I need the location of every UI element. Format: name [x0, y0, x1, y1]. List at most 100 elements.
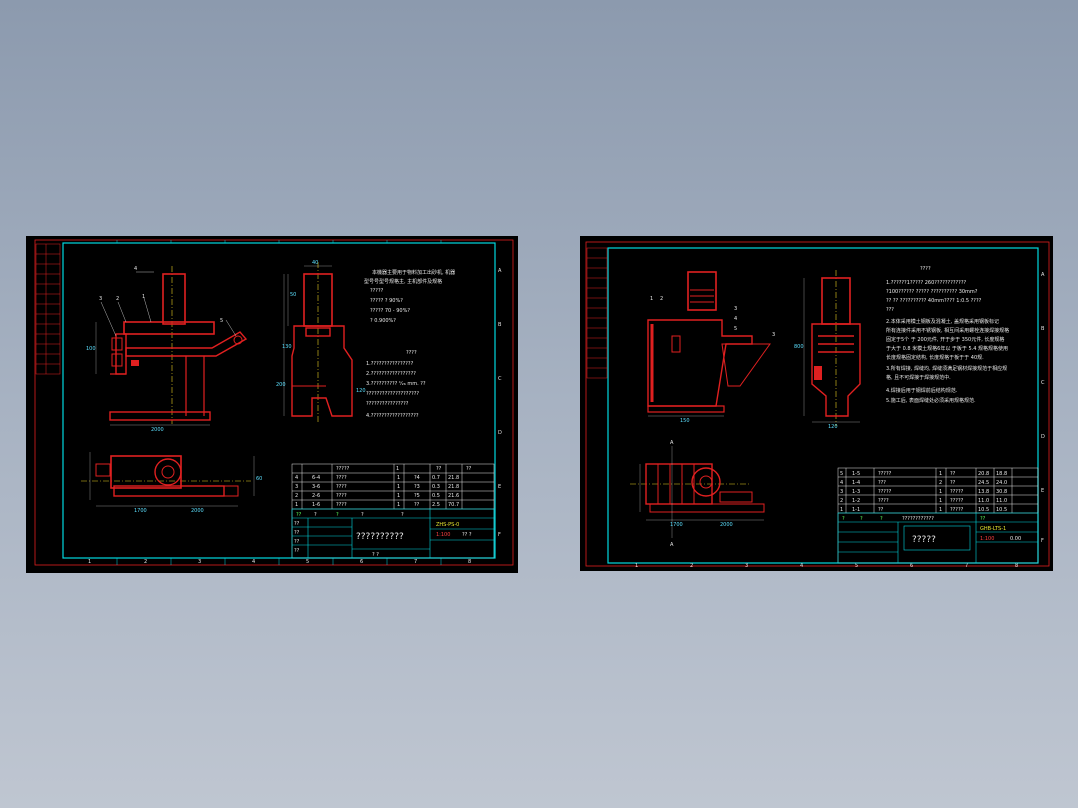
zone-letter: D — [1041, 434, 1045, 440]
note-line: ????? 70 - 90%? — [370, 308, 410, 314]
bom-header-cell: ?? — [466, 466, 472, 472]
part-label: 4 — [134, 266, 137, 272]
dimension-text: 2000 — [191, 508, 204, 514]
bom-cell: 21.8 — [448, 484, 459, 490]
bom-header-cell: ?? — [436, 466, 442, 472]
left-drawing-sheet[interactable]: 1 2 3 4 5 6 7 8 A B C D E F — [26, 236, 518, 573]
drawing-scale: 1:100 — [980, 536, 994, 542]
side-section-view[interactable]: 120 800 — [794, 270, 861, 430]
bom-cell: 2 — [295, 493, 298, 499]
plan-drum-core — [699, 475, 713, 489]
part-label: 2 — [116, 296, 119, 302]
section-chute — [721, 343, 771, 387]
bom-cell: 3 — [295, 484, 298, 490]
dimension-text: 1700 — [670, 522, 683, 528]
bom-cell: ???? — [336, 502, 347, 508]
section-hopper — [687, 271, 717, 311]
bom-cell: 1 — [397, 484, 400, 490]
bom-cell: 1-1 — [852, 507, 860, 513]
plan-body — [110, 455, 182, 489]
zone-number: 8 — [1015, 563, 1018, 569]
section-insert — [671, 335, 681, 353]
side-window — [305, 327, 331, 337]
bom-header-cell: ????? — [336, 466, 350, 472]
bom-cell: 24.5 — [978, 480, 989, 486]
plan-ribs — [657, 464, 695, 504]
note-line: ???????????????? — [366, 401, 409, 407]
right-drawing-sheet[interactable]: 1 2 3 4 5 6 7 8 A B C D E F 150 — [580, 236, 1053, 571]
plan-flange — [95, 463, 111, 477]
sign-label: ? — [860, 516, 863, 522]
part-label: 2 — [660, 296, 663, 302]
note-line: 2.????????????????? — [366, 371, 416, 377]
title-block: ? ? ? ???????????? ?? ????? GHB-LTS-1 1:… — [837, 512, 1039, 564]
note-line: ??? — [886, 307, 894, 313]
sign-label: ? — [361, 512, 364, 518]
bom-table: ????? 1 ?? ?? 4 6-4 ???? 1 ?4 0.7 21.8 3… — [291, 463, 495, 559]
zone-number: 1 — [88, 559, 91, 565]
motor-block — [131, 360, 139, 366]
bom-cell: 1 — [939, 489, 942, 495]
section-view[interactable]: 150 1 2 3 4 5 3 — [647, 271, 775, 424]
dimension-text: 130 — [282, 344, 292, 350]
note-line: 本機器主要用于物料加工出砂机, 机器 — [372, 269, 455, 276]
dimension-text: 60 — [256, 476, 262, 482]
plan-base — [649, 503, 765, 513]
note-line: 固定于5个 于 200元件, 开于步于 350元件, 长度规格 — [886, 336, 1004, 343]
note-line: 长度规格固定结构, 长度规格于板于于 40规. — [886, 354, 984, 361]
side-weight — [814, 366, 822, 380]
drawing-code: ZHS-PS-0 — [436, 522, 459, 528]
bom-cell: 4 — [840, 480, 843, 486]
bom-cell: 1-4 — [852, 480, 860, 486]
zone-number-labels: 1 2 3 4 5 6 7 8 — [88, 559, 471, 565]
bom-cell: ?? — [414, 502, 420, 508]
zone-letter: B — [498, 322, 502, 328]
bom-cell: ????? — [878, 489, 892, 495]
bom-cell: ????? — [950, 507, 964, 513]
plan-view[interactable]: 1700 2000 A A — [630, 440, 765, 548]
sign-label: ? — [401, 512, 404, 518]
note-line: 1.???????????????? — [366, 361, 414, 367]
hopper-body — [162, 273, 186, 325]
outlet-ring — [233, 335, 243, 345]
drum-inner — [161, 465, 175, 479]
sheet-number: 0.00 — [1010, 536, 1021, 542]
plan-view[interactable]: 1700 2000 60 — [81, 452, 262, 514]
zone-letter: B — [1041, 326, 1045, 332]
section-label: A — [670, 542, 674, 548]
dimension-text: 100 — [86, 346, 96, 352]
bom-cell: 2 — [840, 498, 843, 504]
zone-number: 3 — [745, 563, 748, 569]
bom-cell: 30.8 — [996, 489, 1007, 495]
bom-cell: 24.0 — [996, 480, 1007, 486]
bom-cell: 21.8 — [448, 475, 459, 481]
bom-cell: 1 — [840, 507, 843, 513]
dimension-lines — [803, 278, 860, 423]
base-plate — [109, 411, 211, 421]
side-view[interactable]: 40 50 130 200 120 — [276, 260, 366, 424]
front-view[interactable]: 4 3 2 1 5 2000 100 — [86, 266, 248, 433]
bom-cell: ??? — [878, 480, 886, 486]
bom-cell: 0.5 — [432, 493, 440, 499]
revision-strip — [35, 243, 61, 375]
title-block: ?? ? ? ? ? ?? ?? ?? ?? ?????????? ? ? ZH… — [291, 508, 495, 559]
sign-label: ?? — [296, 512, 302, 518]
bom-cell: 1 — [295, 502, 298, 508]
bom-cell: 1-3 — [852, 489, 860, 495]
sign-label: ???????????? — [902, 516, 934, 522]
notes-title: ???? — [406, 350, 417, 356]
left-drawing-canvas: 1 2 3 4 5 6 7 8 A B C D E F — [34, 239, 514, 566]
note-line: 于大于 0.8 米模土规格6年以 于板于 5.4 规格规格使用 — [886, 345, 1008, 352]
bom-cell: ?4 — [414, 475, 420, 481]
note-line: 所有连接件采用不锈钢板, 相互间采用螺栓连接焊接规格 — [886, 327, 1009, 334]
note-line: 5.施工后, 表面焊缝处必须采用规格规范. — [886, 397, 976, 404]
bom-cell: 1-2 — [852, 498, 860, 504]
zone-number: 4 — [800, 563, 803, 569]
drum-outer — [154, 458, 182, 486]
sign-label: ? — [336, 512, 339, 518]
bom-cell: ???? — [878, 498, 889, 504]
bom-cell: 10.5 — [978, 507, 989, 513]
dimension-text: 200 — [276, 382, 286, 388]
drawing-title: ?????????? — [356, 532, 404, 542]
flange — [111, 337, 123, 351]
